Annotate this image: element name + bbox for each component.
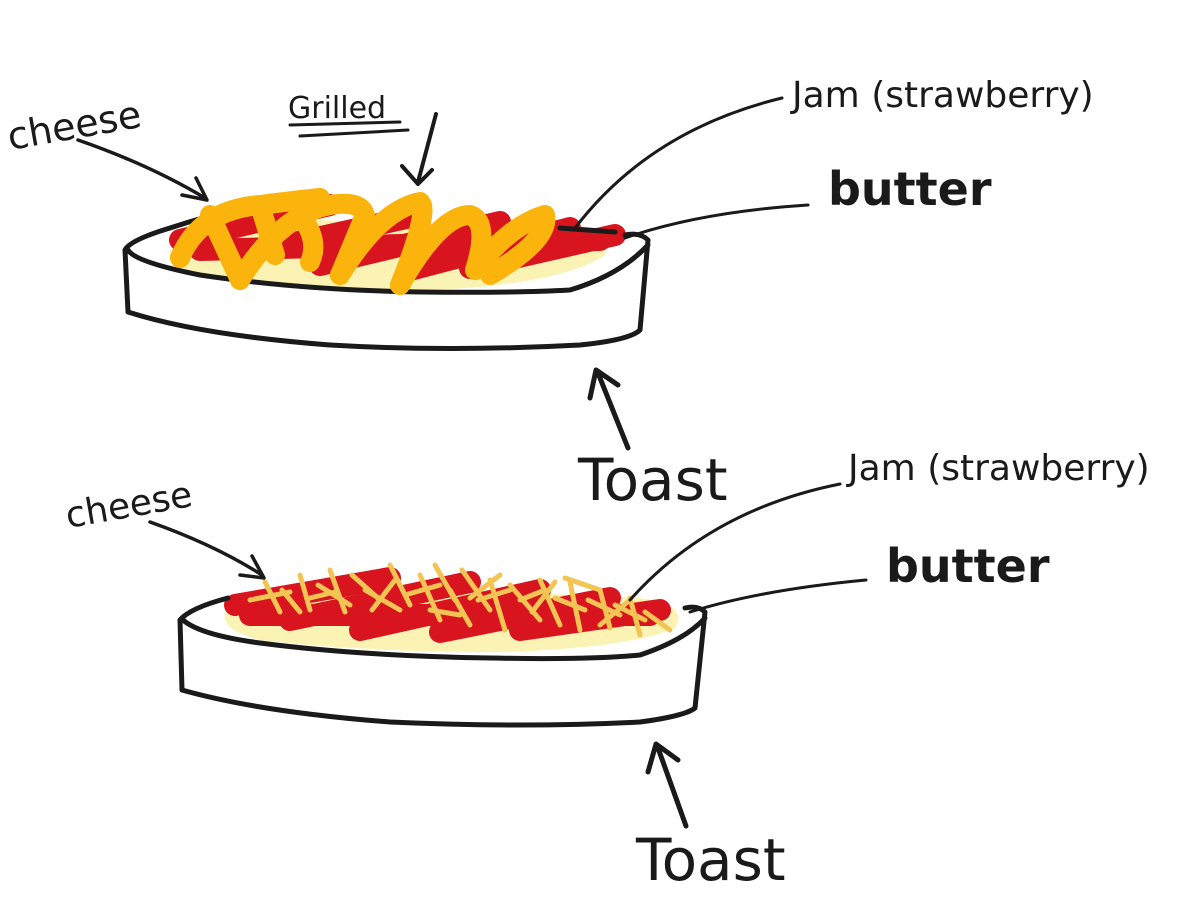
bottom-toast-arrow [645, 741, 689, 829]
top-grilled-label: Grilled [288, 91, 386, 126]
bottom-butter-label: butter [886, 539, 1050, 593]
top-toast-slice [122, 202, 651, 351]
bottom-cheese-leader [148, 520, 266, 580]
bottom-toast-slice [177, 595, 708, 728]
bottom-jam-leader [628, 482, 842, 602]
top-cheese-label: cheese [4, 92, 145, 159]
bottom-toast-group: cheese Jam (strawberry) butter Toast [62, 448, 1149, 894]
top-butter-leader [623, 203, 810, 240]
top-jam-leader [573, 96, 784, 230]
top-cheese-leader [76, 138, 209, 202]
bottom-cheese-label: cheese [62, 474, 195, 537]
bottom-toast-label: Toast [635, 826, 786, 894]
bottom-shredded-cheese [247, 562, 673, 638]
top-grilled-arrow [400, 112, 438, 186]
top-butter-label: butter [828, 162, 992, 216]
bottom-jam-label: Jam (strawberry) [846, 448, 1150, 489]
top-jam-label: Jam (strawberry) [790, 75, 1094, 116]
top-toast-label: Toast [577, 446, 728, 514]
top-grilled-underline [288, 120, 410, 138]
bottom-butter-leader [688, 578, 868, 614]
top-grilled-cheese [170, 188, 556, 295]
top-toast-group: cheese Grilled Jam (strawberry) butter T… [4, 75, 1094, 514]
top-toast-arrow [587, 367, 631, 451]
